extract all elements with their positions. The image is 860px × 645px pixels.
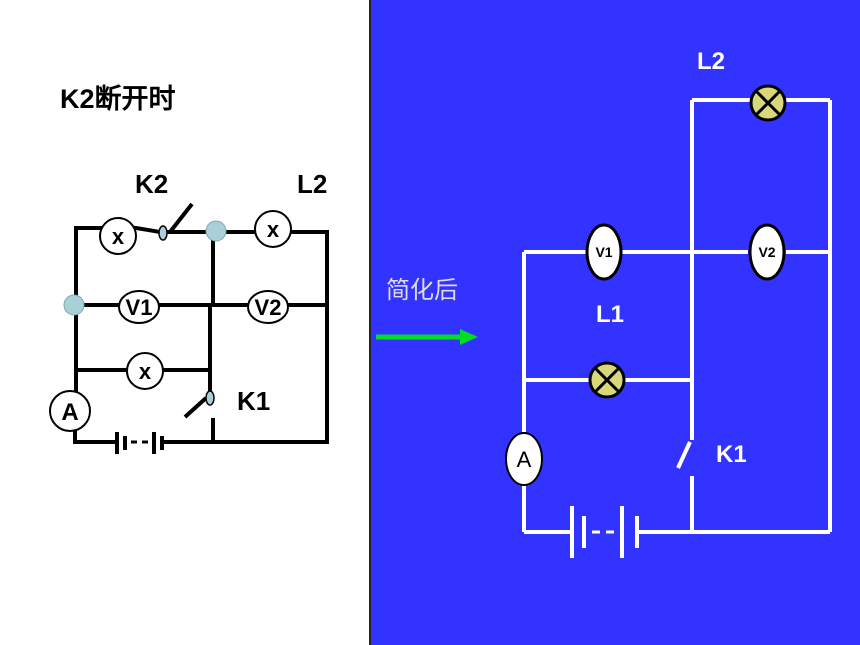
lamp-l2: x xyxy=(254,210,292,248)
junction-node xyxy=(63,294,85,316)
label-k1: K1 xyxy=(237,386,270,416)
lamp-label: x xyxy=(139,359,152,384)
switch-k1 xyxy=(183,390,215,419)
voltmeter-label: V2 xyxy=(255,295,282,320)
lamp-top-left: x xyxy=(99,217,137,255)
switch-k2 xyxy=(158,202,194,241)
junction-node xyxy=(205,220,227,242)
lamp-l2 xyxy=(749,84,787,122)
ammeter-label: A xyxy=(61,399,78,426)
arrow-right-icon xyxy=(376,329,478,345)
voltmeter-v1: V1 xyxy=(118,290,160,324)
label-l1: L1 xyxy=(596,301,624,328)
voltmeter-v2: V2 xyxy=(247,290,289,324)
original-circuit-diagram: K2断开时 K2 L2 K1 xyxy=(49,84,329,454)
caption-simplified: 简化后 xyxy=(386,276,458,304)
voltmeter-v1: V1 xyxy=(585,223,623,281)
lamp-label: x xyxy=(112,224,125,249)
label-k2: K2 xyxy=(135,169,168,199)
ammeter: A xyxy=(49,390,91,432)
switch-k1 xyxy=(676,441,692,469)
label-k1: K1 xyxy=(716,441,747,468)
title-k2: K2断开时 xyxy=(60,84,176,114)
lamp-label: x xyxy=(267,217,280,242)
lamp-middle: x xyxy=(126,352,164,390)
label-l2: L2 xyxy=(297,169,327,199)
ammeter: A xyxy=(505,432,543,486)
voltmeter-label: V1 xyxy=(126,295,153,320)
lamp-l1 xyxy=(588,361,626,399)
battery xyxy=(570,506,639,558)
voltmeter-label: V2 xyxy=(758,244,775,260)
ammeter-label: A xyxy=(517,447,532,472)
wires xyxy=(522,98,832,534)
label-l2: L2 xyxy=(697,48,725,75)
battery xyxy=(115,432,164,454)
voltmeter-label: V1 xyxy=(595,244,612,260)
voltmeter-v2: V2 xyxy=(748,223,786,281)
